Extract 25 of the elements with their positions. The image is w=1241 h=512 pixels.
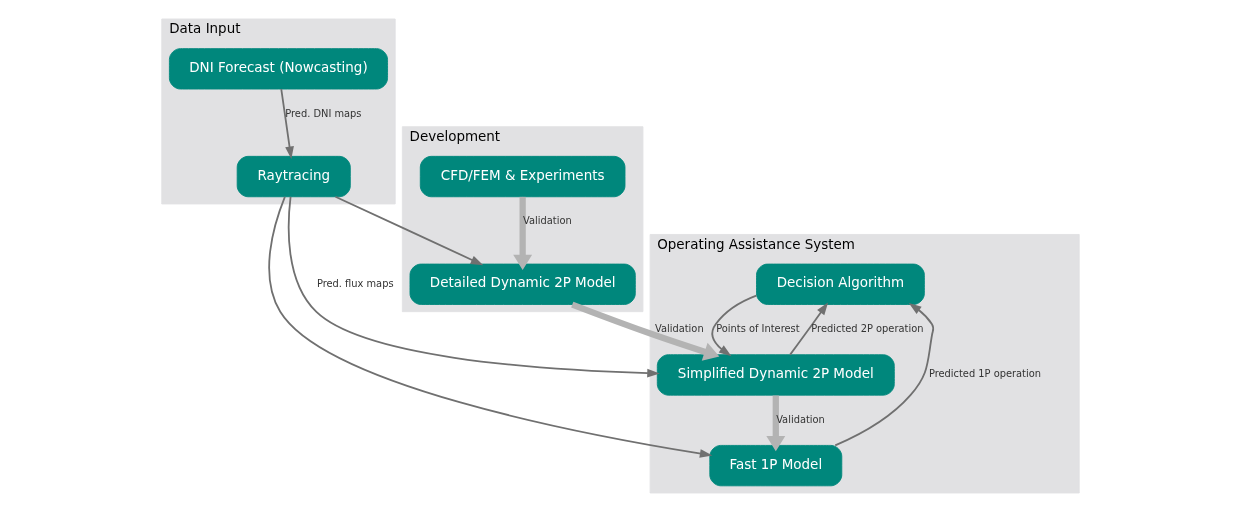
arrow: [789, 302, 829, 356]
arrow: [513, 196, 533, 271]
node-box: Detailed Dynamic 2P Model: [409, 263, 636, 305]
edge-label: Pred. flux maps: [316, 277, 394, 289]
arrow: [268, 195, 713, 458]
node-box: Simplified Dynamic 2P Model: [656, 354, 895, 396]
arrow: [711, 294, 758, 357]
arrow: [334, 195, 484, 266]
node-box: Decision Algorithm: [756, 263, 925, 305]
arrow: [766, 395, 786, 452]
edge-label: Predicted 1P operation: [928, 368, 1042, 380]
node-box: CFD/FEM & Experiments: [419, 155, 626, 198]
arrow: [280, 88, 294, 160]
edge-label: Validation: [522, 215, 572, 227]
node-box: Fast 1P Model: [709, 444, 843, 487]
edge-label: Validation: [654, 323, 704, 335]
edge-label: Predicted 2P operation: [811, 323, 924, 335]
arrow: [834, 303, 935, 447]
edge-label: Pred. DNI maps: [285, 107, 362, 119]
arrow: [287, 195, 660, 378]
edge-label: Validation: [776, 413, 825, 425]
arrow: [571, 301, 720, 361]
node-box: Raytracing: [236, 155, 351, 198]
edge-label: Points of Interest: [716, 323, 800, 335]
node-box: DNI Forecast (Nowcasting): [168, 48, 388, 90]
